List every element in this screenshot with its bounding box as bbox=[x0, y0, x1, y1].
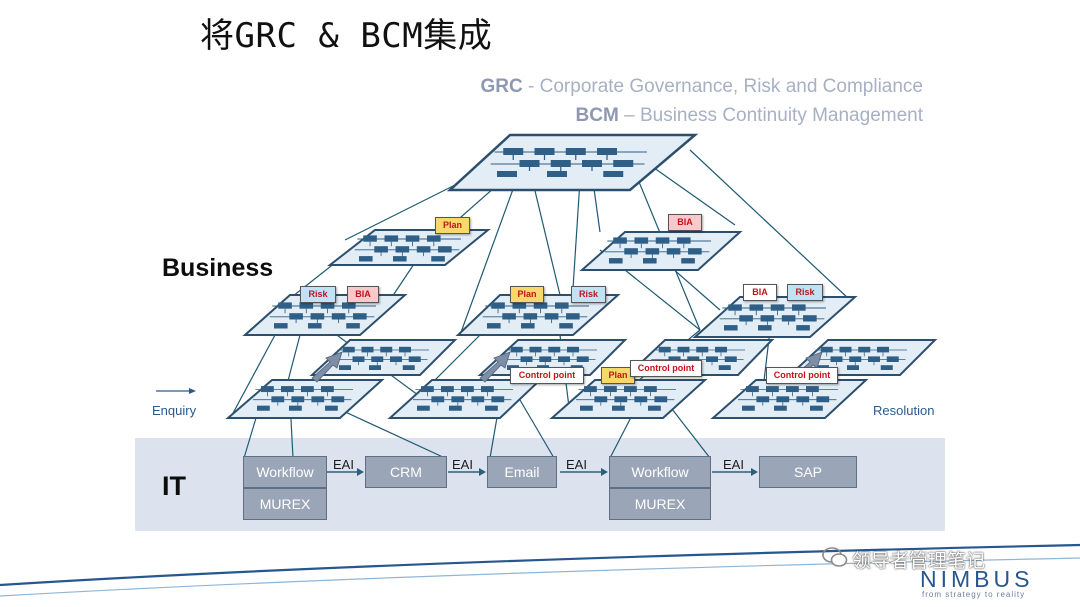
bcm-abbr: BCM bbox=[575, 105, 619, 126]
process-plane-level5-2 bbox=[387, 379, 543, 419]
process-plane-level4-1 bbox=[309, 339, 458, 376]
control-point-tag: Control point bbox=[510, 367, 584, 384]
plan-tag: Plan bbox=[510, 286, 544, 303]
it-system-murex: MUREX bbox=[609, 488, 711, 520]
it-arrowheads bbox=[357, 468, 758, 476]
it-system-murex: MUREX bbox=[243, 488, 327, 520]
process-plane-top bbox=[446, 133, 699, 192]
it-system-workflow: Workflow bbox=[243, 456, 327, 488]
control-point-tag: Control point bbox=[630, 360, 702, 377]
resolution-label: Resolution bbox=[873, 403, 935, 418]
it-layer-label: IT bbox=[162, 471, 186, 501]
bia-tag: BIA bbox=[347, 286, 379, 303]
grc-expansion: - Corporate Governance, Risk and Complia… bbox=[522, 76, 923, 97]
wechat-icon bbox=[822, 547, 848, 567]
process-plane-level5-4 bbox=[710, 379, 869, 419]
grc-definition: GRC - Corporate Governance, Risk and Com… bbox=[481, 76, 923, 98]
business-layer-label: Business bbox=[162, 254, 274, 282]
bcm-definition: BCM – Business Continuity Management bbox=[576, 105, 923, 127]
process-plane-level5-1 bbox=[225, 379, 385, 419]
logo-tagline: from strategy to reality bbox=[922, 590, 1026, 599]
enquiry-label: Enquiry bbox=[152, 403, 197, 418]
grc-abbr: GRC bbox=[480, 76, 523, 97]
wechat-watermark: 领导者管理笔记 bbox=[852, 551, 986, 572]
it-system-sap: SAP bbox=[759, 456, 857, 488]
eai-label: EAI bbox=[566, 457, 587, 472]
process-plane-level3-3 bbox=[692, 296, 858, 338]
eai-label: EAI bbox=[452, 457, 473, 472]
enquiry-arrow bbox=[156, 388, 196, 394]
footer-swoosh bbox=[0, 543, 1080, 597]
process-plane-level5-3 bbox=[549, 379, 708, 419]
eai-label: EAI bbox=[333, 457, 354, 472]
plan-tag: Plan bbox=[435, 217, 470, 234]
bia-tag: BIA bbox=[743, 284, 777, 301]
process-plane-level2-right bbox=[579, 231, 743, 271]
bia-tag: BIA bbox=[668, 214, 702, 231]
bcm-expansion: – Business Continuity Management bbox=[618, 105, 923, 126]
risk-tag: Risk bbox=[571, 286, 606, 303]
it-system-crm: CRM bbox=[365, 456, 447, 488]
control-point-tag: Control point bbox=[766, 367, 838, 384]
eai-label: EAI bbox=[723, 457, 744, 472]
process-plane-level4-2 bbox=[477, 339, 628, 376]
slide-title: 将GRC & BCM集成 bbox=[200, 16, 493, 56]
risk-tag: Risk bbox=[300, 286, 336, 303]
it-system-workflow: Workflow bbox=[609, 456, 711, 488]
it-system-email: Email bbox=[487, 456, 557, 488]
process-plane-level4-4 bbox=[787, 339, 938, 376]
risk-tag: Risk bbox=[787, 284, 823, 301]
plan-tag: Plan bbox=[601, 367, 635, 384]
nimbus-logo: NIMBUS bbox=[920, 566, 1034, 592]
